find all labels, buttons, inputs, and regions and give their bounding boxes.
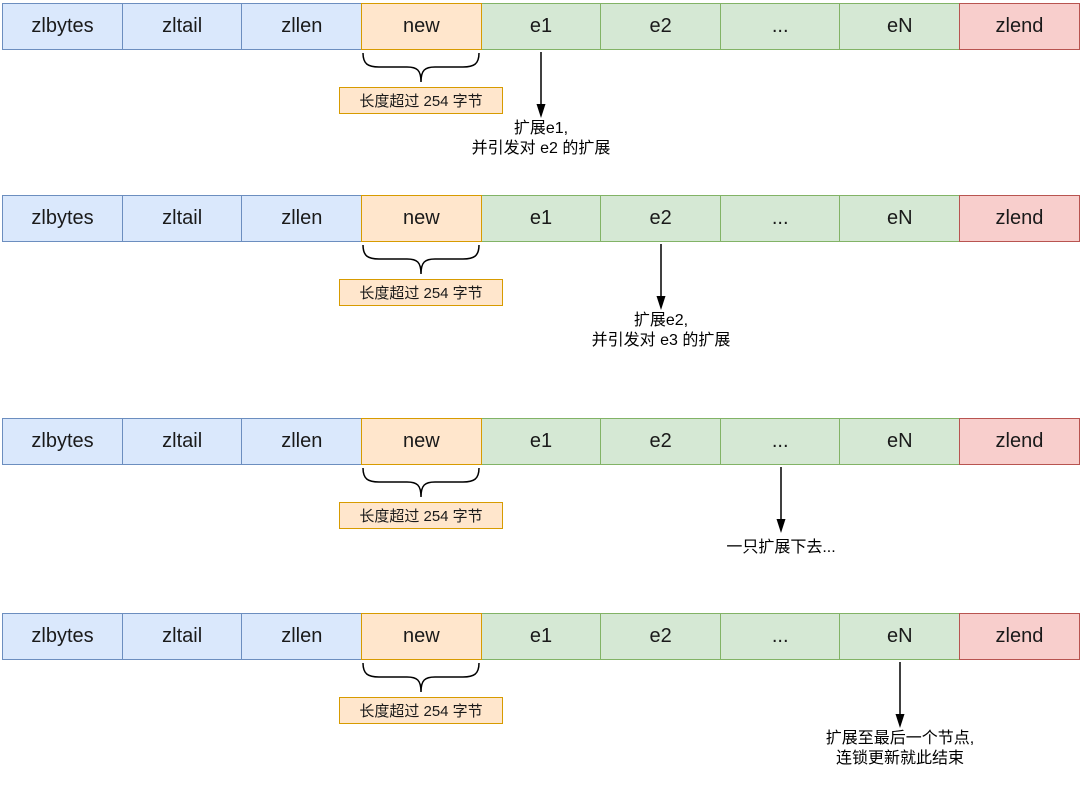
cell-eN: eN [839, 195, 961, 242]
expand-annotation: 扩展e1, 并引发对 e2 的扩展 [411, 119, 671, 159]
cell-new: new [360, 195, 482, 242]
cell-e1: e1 [480, 3, 602, 50]
cell-e2: e2 [600, 418, 722, 465]
cell-ellipsis: ... [719, 613, 841, 660]
cell-zllen: zllen [241, 613, 363, 660]
annotation-line-1: 扩展e2, [633, 312, 689, 329]
ziplist-step-1: zlbytes zltail zllen new e1 e2 ... eN zl… [0, 3, 1082, 193]
annotation-line-1: 扩展e1, [513, 120, 569, 137]
down-arrow-icon [536, 52, 546, 118]
annotation-line-1: 扩展至最后一个节点, [825, 730, 975, 747]
ziplist-row: zlbytes zltail zllen new e1 e2 ... eN zl… [2, 613, 1080, 660]
cell-ellipsis: ... [719, 3, 841, 50]
cell-zlbytes: zlbytes [2, 195, 124, 242]
cell-e2: e2 [600, 613, 722, 660]
expand-annotation: 一只扩展下去... [651, 538, 911, 558]
cell-zllen: zllen [241, 3, 363, 50]
curly-brace [362, 662, 480, 693]
cell-e1: e1 [480, 195, 602, 242]
cell-new: new [360, 418, 482, 465]
cell-zlend: zlend [958, 418, 1080, 465]
length-callout: 长度超过 254 字节 [339, 279, 503, 306]
curly-brace [362, 244, 480, 275]
length-callout: 长度超过 254 字节 [339, 87, 503, 114]
curly-brace [362, 52, 480, 83]
cell-zlend: zlend [958, 3, 1080, 50]
cell-ellipsis: ... [719, 195, 841, 242]
down-arrow-icon [776, 467, 786, 533]
cell-eN: eN [839, 613, 961, 660]
annotation-line-1: 一只扩展下去... [726, 539, 836, 556]
ziplist-step-2: zlbytes zltail zllen new e1 e2 ... eN zl… [0, 195, 1082, 385]
cell-e2: e2 [600, 195, 722, 242]
cell-zlend: zlend [958, 613, 1080, 660]
expand-annotation: 扩展e2, 并引发对 e3 的扩展 [531, 311, 791, 351]
cell-zltail: zltail [121, 418, 243, 465]
cell-zltail: zltail [121, 195, 243, 242]
ziplist-step-3: zlbytes zltail zllen new e1 e2 ... eN zl… [0, 418, 1082, 608]
down-arrow-icon [895, 662, 905, 728]
ziplist-step-4: zlbytes zltail zllen new e1 e2 ... eN zl… [0, 613, 1082, 803]
cell-zlend: zlend [958, 195, 1080, 242]
ziplist-row: zlbytes zltail zllen new e1 e2 ... eN zl… [2, 195, 1080, 242]
curly-brace [362, 467, 480, 498]
cell-zlbytes: zlbytes [2, 418, 124, 465]
cell-ellipsis: ... [719, 418, 841, 465]
cell-e1: e1 [480, 418, 602, 465]
ziplist-row: zlbytes zltail zllen new e1 e2 ... eN zl… [2, 418, 1080, 465]
cell-new: new [360, 613, 482, 660]
cell-eN: eN [839, 418, 961, 465]
cell-zlbytes: zlbytes [2, 3, 124, 50]
length-callout: 长度超过 254 字节 [339, 697, 503, 724]
cell-zltail: zltail [121, 3, 243, 50]
cell-new: new [360, 3, 482, 50]
cell-e1: e1 [480, 613, 602, 660]
cell-eN: eN [839, 3, 961, 50]
annotation-line-2: 并引发对 e3 的扩展 [591, 332, 731, 349]
cell-zllen: zllen [241, 195, 363, 242]
length-callout: 长度超过 254 字节 [339, 502, 503, 529]
annotation-line-2: 连锁更新就此结束 [835, 750, 964, 767]
expand-annotation: 扩展至最后一个节点, 连锁更新就此结束 [770, 729, 1030, 769]
cell-e2: e2 [600, 3, 722, 50]
cell-zltail: zltail [121, 613, 243, 660]
ziplist-row: zlbytes zltail zllen new e1 e2 ... eN zl… [2, 3, 1080, 50]
down-arrow-icon [656, 244, 666, 310]
cell-zllen: zllen [241, 418, 363, 465]
cell-zlbytes: zlbytes [2, 613, 124, 660]
annotation-line-2: 并引发对 e2 的扩展 [471, 140, 611, 157]
